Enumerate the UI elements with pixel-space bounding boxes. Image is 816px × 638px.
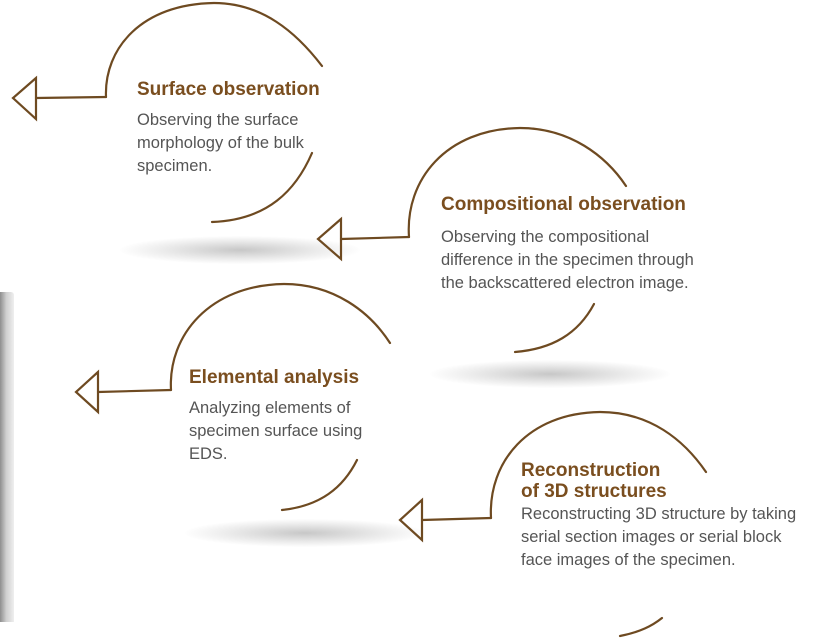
connector-line [34,95,108,100]
feature-description: Observing the compositional difference i… [441,228,694,292]
feature-arc [210,151,314,224]
feature-arc [104,1,324,99]
arrow-left-icon [11,75,38,122]
feature-arc [513,302,596,354]
feature-title: Surface observation [137,79,320,100]
feature-title: Elemental analysis [189,367,360,388]
feature-arc [280,458,359,512]
arrow-left-icon [316,216,343,262]
connector-line [420,516,493,522]
feature-description: Observing the surface morphology of the … [137,111,304,175]
feature-arc [169,282,392,392]
arrow-left-icon [74,369,100,415]
feature-arc [407,126,628,239]
shadow [430,360,670,388]
feature-description: Analyzing elements of specimen surface u… [189,399,363,463]
feature-title: Compositional observation [441,194,686,215]
shadow [185,519,425,547]
instrument-edge [0,292,14,622]
connector-line [339,235,411,241]
arrow-left-icon [398,497,424,543]
feature-description: Reconstructing 3D structure by taking se… [521,505,797,569]
feature-arc [489,410,708,520]
feature-title: Reconstruction of 3D structures [521,460,667,502]
connector-line [96,388,173,394]
feature-arc [618,616,664,638]
